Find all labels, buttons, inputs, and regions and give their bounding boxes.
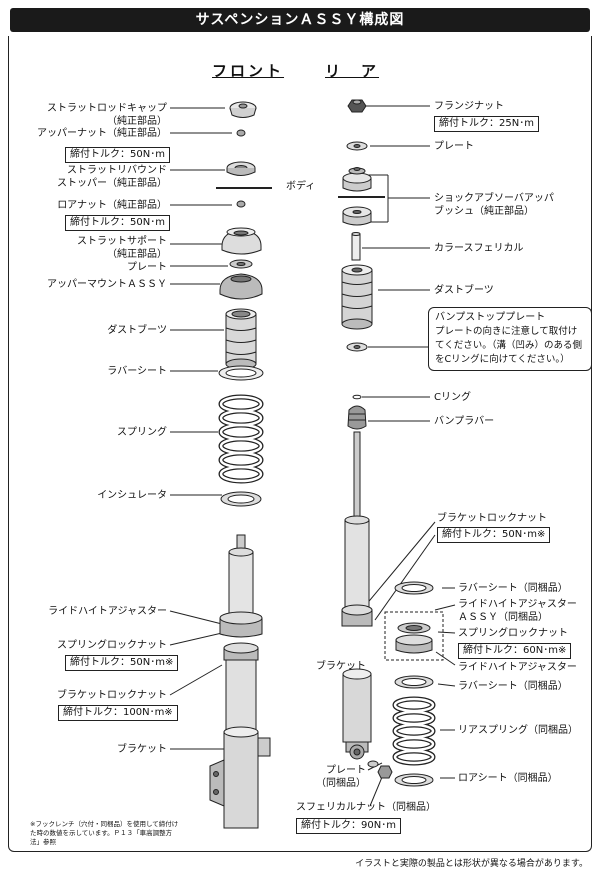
torque-box-spherical-nut: 締付トルク：90N･m bbox=[296, 818, 401, 834]
label-shock-upper-bush: ショックアブソーバアッパ ブッシュ（純正部品） bbox=[434, 193, 554, 217]
diagram-frame bbox=[8, 36, 592, 852]
label-strut-support: ストラットサポート （純正部品） bbox=[77, 236, 167, 260]
label-bump-stop-plate: バンプストッププレート bbox=[435, 312, 546, 323]
label-rear-rubber-seat-1: ラバーシート（同梱品） bbox=[458, 583, 568, 594]
torque-box-front-bracket-lock-nut: 締付トルク：100N･m※ bbox=[58, 705, 178, 721]
label-upper-mount-assy: アッパーマウントＡＳＳＹ bbox=[47, 279, 167, 290]
hook-wrench-footnote: ※フックレンチ（穴付・同梱品）を使用して締付けた時の数値を示しています。Ｐ１３「… bbox=[30, 820, 179, 846]
torque-box-rear-bracket-lock-nut: 締付トルク：50N･m※ bbox=[437, 527, 551, 543]
torque-box-lower-nut: 締付トルク：50N･m bbox=[65, 215, 170, 231]
label-front-plate: プレート bbox=[127, 262, 167, 273]
label-rear-dust-boot: ダストブーツ bbox=[434, 285, 494, 296]
label-rear-bracket: ブラケット bbox=[316, 661, 366, 672]
label-c-ring: Cリング bbox=[434, 392, 471, 403]
torque-box-upper-nut: 締付トルク：50N･m bbox=[65, 147, 170, 163]
rear-heading: リ ア bbox=[325, 62, 380, 80]
label-body: ボディ bbox=[286, 181, 316, 192]
label-spherical-nut: スフェリカルナット（同梱品） bbox=[296, 802, 436, 813]
bump-stop-plate-callout: バンプストッププレート プレートの向きに注意して取付けてください。（溝（凹み）の… bbox=[428, 307, 592, 371]
label-front-bracket-lock-nut: ブラケットロックナット bbox=[57, 690, 167, 701]
torque-box-front-spring-lock-nut: 締付トルク：50N･m※ bbox=[65, 655, 179, 671]
label-collar-spherical: カラースフェリカル bbox=[434, 243, 524, 254]
label-flange-nut: フランジナット bbox=[434, 101, 504, 112]
label-front-ride-height-adjuster: ライドハイトアジャスター bbox=[48, 606, 167, 617]
label-front-spring-lock-nut: スプリングロックナット bbox=[57, 640, 167, 651]
label-front-spring: スプリング bbox=[117, 427, 167, 438]
label-upper-nut: アッパーナット（純正部品） bbox=[37, 128, 167, 139]
label-rear-spring-lock-nut: スプリングロックナット bbox=[458, 628, 568, 639]
label-rear-rubber-seat-2: ラバーシート（同梱品） bbox=[458, 681, 568, 692]
label-rear-bracket-lock-nut: ブラケットロックナット bbox=[437, 513, 547, 524]
label-front-dust-boot: ダストブーツ bbox=[107, 325, 167, 336]
label-rear-plate-2: プレート （同梱品） bbox=[316, 765, 366, 789]
torque-box-rear-spring-lock-nut: 締付トルク：60N･m※ bbox=[458, 643, 572, 659]
label-ride-height-adjuster-assy: ライドハイトアジャスター ＡＳＳＹ（同梱品） bbox=[458, 599, 577, 623]
label-rear-ride-height-adjuster: ライドハイトアジャスター bbox=[458, 662, 577, 673]
label-lower-nut: ロアナット（純正部品） bbox=[57, 200, 167, 211]
label-insulator: インシュレータ bbox=[97, 490, 167, 501]
torque-box-flange-nut: 締付トルク：25N･m bbox=[434, 116, 539, 132]
label-rear-spring: リアスプリング（同梱品） bbox=[458, 725, 578, 736]
label-rear-plate: プレート bbox=[434, 141, 474, 152]
label-strut-rod-cap: ストラットロッドキャップ （純正部品） bbox=[47, 103, 167, 127]
label-lower-seat: ロアシート（同梱品） bbox=[458, 773, 558, 784]
label-strut-rebound-stopper: ストラットリバウンド ストッパー（純正部品） bbox=[57, 165, 167, 189]
bump-stop-plate-note: プレートの向きに注意して取付けてください。（溝（凹み）のある側をCリングに向けて… bbox=[435, 326, 582, 365]
label-front-rubber-seat: ラバーシート bbox=[107, 366, 167, 377]
diagram-title: サスペンションＡＳＳＹ構成図 bbox=[10, 8, 590, 32]
label-front-bracket: ブラケット bbox=[117, 744, 167, 755]
illustration-disclaimer: イラストと実際の製品とは形状が異なる場合があります。 bbox=[355, 859, 588, 869]
front-heading: フロント bbox=[212, 62, 285, 80]
label-bump-rubber: バンプラバー bbox=[434, 416, 495, 427]
